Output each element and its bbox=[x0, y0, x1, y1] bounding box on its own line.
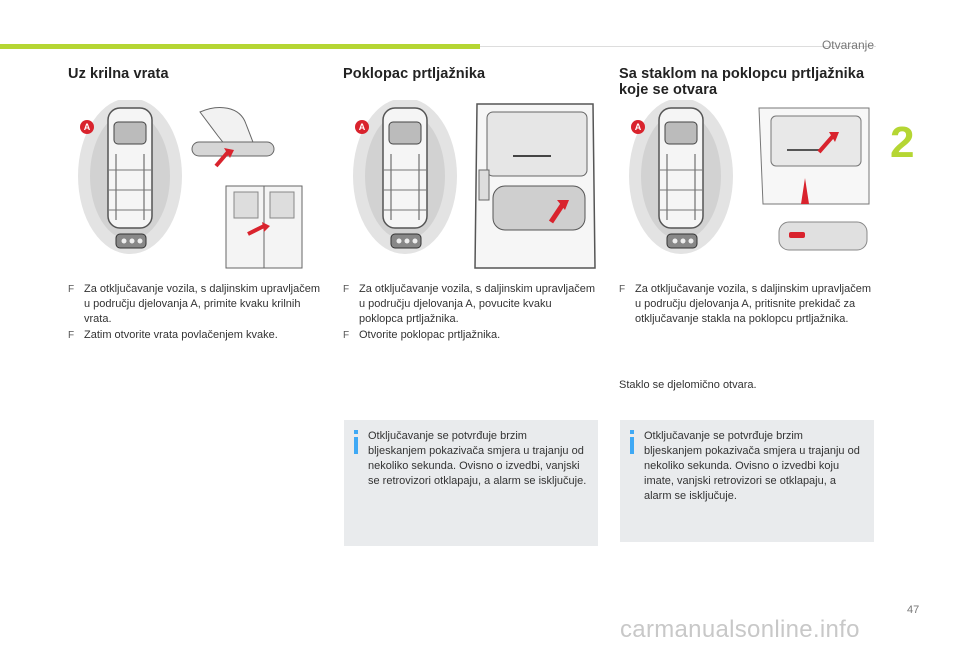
area-badge: A bbox=[355, 120, 369, 134]
chapter-number: 2 bbox=[890, 118, 915, 167]
area-badge: A bbox=[631, 120, 645, 134]
side-doors-illustration bbox=[78, 100, 303, 269]
top-accent-bar bbox=[0, 44, 480, 49]
tailgate-illustration bbox=[353, 100, 596, 269]
info-box-tailgate: Otključavanje se potvrđuje brzim bljeska… bbox=[344, 420, 598, 546]
opening-glass-illustration bbox=[629, 100, 870, 254]
column-title: Uz krilna vrata bbox=[68, 66, 169, 82]
info-box-glass: Otključavanje se potvrđuje brzim bljeska… bbox=[620, 420, 874, 542]
column-opening-glass: Sa staklom na poklopcu prtljažnika koje … bbox=[619, 66, 873, 98]
page-number: 47 bbox=[907, 604, 920, 616]
column-side-doors: Uz krilna vrata bbox=[68, 66, 322, 82]
watermark: carmanualsonline.info bbox=[620, 616, 860, 643]
info-text: Otključavanje se potvrđuje brzim bljeska… bbox=[368, 430, 587, 487]
section-label: Otvaranje bbox=[821, 38, 874, 52]
top-divider bbox=[480, 46, 876, 47]
info-text: Otključavanje se potvrđuje brzim bljeska… bbox=[644, 430, 860, 502]
info-icon bbox=[354, 430, 358, 454]
info-icon bbox=[630, 430, 634, 454]
column-tailgate: Poklopac prtljažnika bbox=[343, 66, 597, 82]
column-title: Poklopac prtljažnika bbox=[343, 66, 486, 82]
glass-note: Staklo se djelomično otvara. bbox=[619, 379, 757, 391]
column-title: Sa staklom na poklopcu prtljažnika koje … bbox=[619, 66, 865, 98]
area-badge: A bbox=[80, 120, 94, 134]
